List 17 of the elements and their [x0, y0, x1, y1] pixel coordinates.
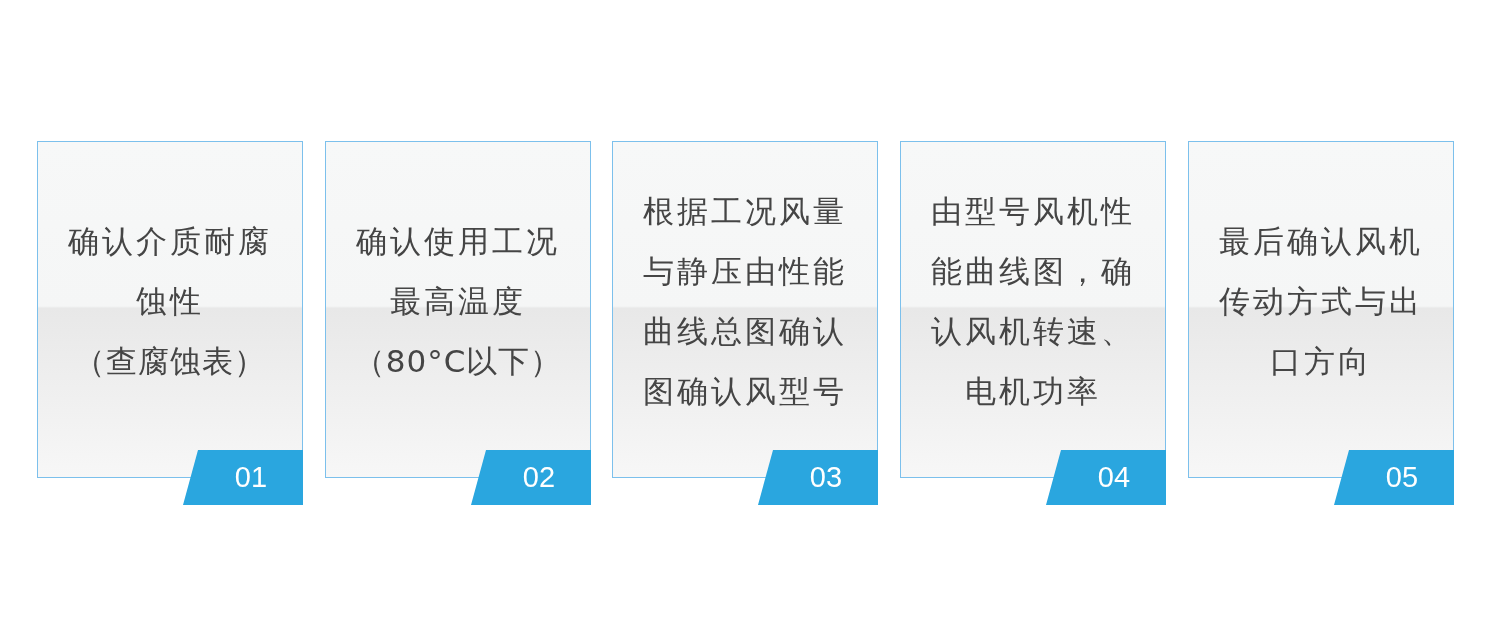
- step-description: 确认介质耐腐蚀性: [67, 221, 273, 321]
- step-description: 根据工况风量与静压由性能曲线总图确认图确认风型号: [642, 191, 848, 411]
- step-number: 05: [1385, 463, 1419, 492]
- note-text: （80°C以下）: [353, 341, 563, 381]
- step-description: 由型号风机性能曲线图，确认风机转速、电机功率: [930, 191, 1136, 411]
- step-number: 03: [809, 463, 843, 492]
- step-description: 最后确认风机传动方式与出口方向: [1218, 221, 1424, 381]
- step-number-tab: [183, 450, 303, 505]
- step-number: 04: [1097, 463, 1131, 492]
- step-number-tab: [471, 450, 591, 505]
- note-text: （查腐蚀表）: [74, 341, 266, 381]
- step-description: 确认使用工况最高温度: [355, 221, 561, 321]
- step-number: 01: [234, 463, 268, 492]
- step-number-tab: [758, 450, 878, 505]
- step-number-tab: [1334, 450, 1454, 505]
- step-number-tab: [1046, 450, 1166, 505]
- step-number: 02: [522, 463, 556, 492]
